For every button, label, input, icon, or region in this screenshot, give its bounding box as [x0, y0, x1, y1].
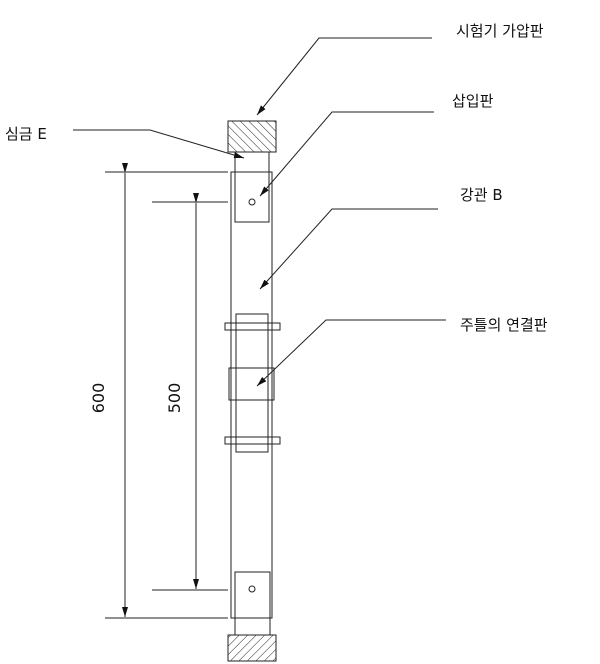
label-core-bar: 심금 E [5, 125, 47, 143]
label-frame-connector: 주틀의 연결판 [460, 316, 548, 334]
connector-flange-top [224, 322, 281, 331]
label-insert-plate: 삽입판 [452, 92, 494, 110]
connector-inner-bar [235, 313, 269, 453]
top-insert-plate [234, 151, 270, 223]
connector-flange-bottom [224, 436, 281, 445]
label-press-plate: 시험기 가압판 [456, 22, 544, 40]
leader-core-bar [73, 129, 245, 159]
dimension-600: 600 [89, 383, 108, 414]
leader-frame-connector [256, 319, 446, 387]
leader-press-plate [256, 37, 432, 116]
leader-steel-pipe [259, 208, 438, 290]
steel-pipe [230, 171, 273, 619]
top-pin-hole [248, 198, 256, 206]
bottom-insert-plate [234, 571, 271, 636]
bottom-press-plate [227, 634, 277, 662]
bottom-pin-hole [248, 585, 256, 593]
frame-connector-plate [228, 367, 275, 401]
leader-insert-plate [259, 111, 434, 197]
top-press-plate [227, 120, 277, 153]
label-steel-pipe: 강관 B [460, 186, 503, 204]
dimension-500: 500 [165, 383, 184, 414]
